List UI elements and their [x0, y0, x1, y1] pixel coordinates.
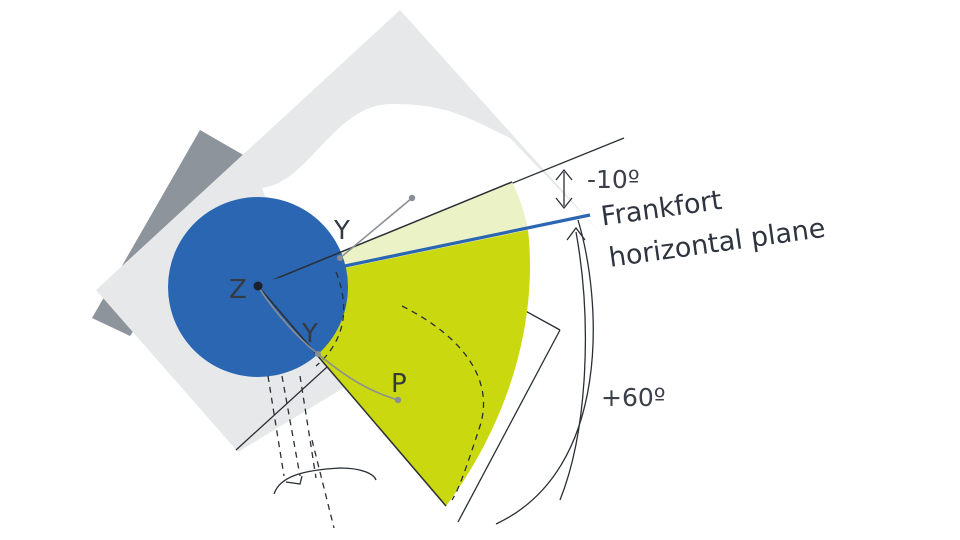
label-y-upper: Y	[333, 216, 350, 246]
label-angle-up: -10º	[587, 165, 640, 194]
label-p: P	[391, 369, 407, 399]
label-y-lower: Y	[301, 319, 318, 349]
eye-point-z	[253, 281, 263, 291]
label-angle-down: +60º	[601, 383, 666, 412]
monitor-stand	[273, 467, 377, 495]
pointer-dots	[315, 194, 416, 404]
frankfort-plane-line	[257, 213, 591, 286]
angle-arrows	[555, 168, 586, 501]
label-z: Z	[229, 275, 247, 305]
sector-edges	[257, 181, 513, 507]
